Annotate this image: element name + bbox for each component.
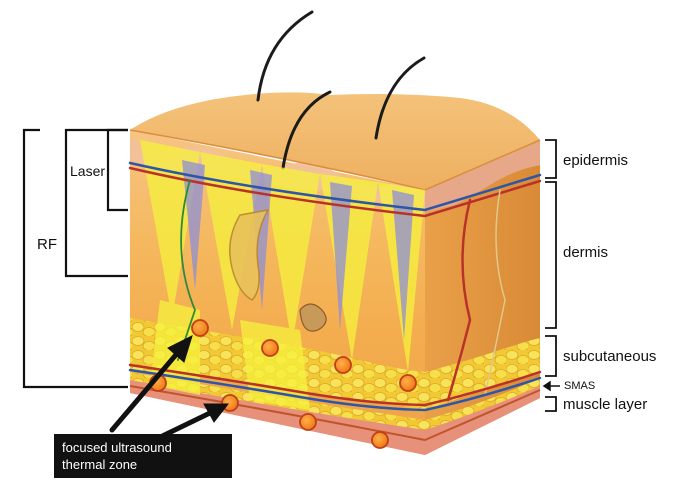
thermal-zone-dot — [261, 339, 279, 357]
muscle-bracket — [545, 396, 557, 412]
thermal-zone-callout: focused ultrasound thermal zone — [54, 434, 232, 478]
laser-label: Laser — [70, 163, 106, 179]
subcutaneous-bracket — [545, 335, 557, 377]
dermis-label: dermis — [563, 244, 609, 261]
blood-vessels — [128, 161, 542, 412]
thermal-zone-dot — [191, 319, 209, 337]
smas-label: SMAS — [564, 380, 596, 392]
thermal-zone-dot — [371, 431, 389, 449]
epidermis-bracket — [545, 139, 557, 179]
subcutaneous-label: subcutaneous — [563, 348, 657, 365]
callout-line-1: focused ultrasound — [62, 440, 172, 455]
hair-strand — [374, 56, 426, 140]
hair-strand — [281, 90, 332, 170]
depth-brackets-left — [22, 128, 128, 389]
thermal-zone-dot — [399, 374, 417, 392]
epidermis-label: epidermis — [563, 152, 629, 169]
dermis-bracket — [545, 181, 557, 329]
smas-arrow — [542, 380, 560, 392]
laser-depth-bracket — [64, 128, 128, 278]
laser-bracket — [106, 128, 128, 212]
rf-label: RF — [37, 236, 57, 253]
layer-brackets-right — [545, 139, 557, 412]
skin-surface — [130, 92, 540, 190]
thermal-zone-dot — [299, 413, 317, 431]
rf-beams — [182, 160, 414, 340]
muscle-layer-label: muscle layer — [563, 396, 648, 413]
hair-strand — [256, 10, 314, 102]
hair-follicle — [229, 208, 270, 301]
thermal-zones — [149, 319, 417, 449]
thermal-zone-dot — [334, 356, 352, 374]
callout-line-2: thermal zone — [62, 457, 138, 472]
rf-bracket — [22, 128, 128, 389]
